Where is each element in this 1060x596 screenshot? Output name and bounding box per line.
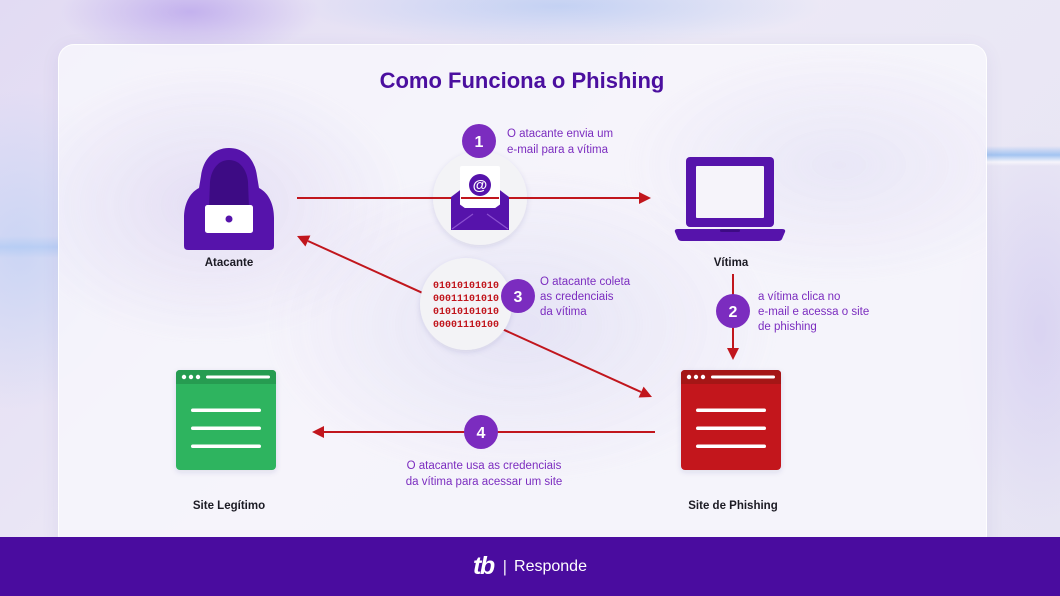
attacker-label: Atacante — [205, 257, 254, 269]
phishing-window-body — [681, 370, 781, 470]
binary-data-icon: 01010101010 00011101010 01010101010 0000… — [420, 258, 512, 350]
laptop-screen — [696, 166, 764, 218]
content-line — [696, 408, 766, 412]
victim-label: Vítima — [714, 257, 749, 269]
step-4-note-line: O atacante usa as credenciais — [407, 460, 562, 472]
step-4-circle — [464, 415, 498, 449]
content-line — [696, 426, 766, 430]
content-line — [191, 408, 261, 412]
window-dot-icon — [700, 374, 706, 380]
step-2-note-line: e-mail e acessa o site — [758, 306, 869, 318]
step-1-circle — [462, 124, 496, 158]
diagram-title: Como Funciona o Phishing — [380, 68, 665, 93]
laptop-icon — [674, 157, 786, 241]
phishing-site-label: Site de Phishing — [688, 500, 777, 512]
background-decoration — [0, 236, 58, 258]
footer-bar: tb | Responde — [0, 537, 1060, 596]
step-2-number: 2 — [729, 304, 738, 321]
window-dot-icon — [195, 374, 201, 380]
step-2-note-line: a vítima clica no — [758, 291, 840, 303]
arrow-1-head — [639, 192, 651, 204]
step-1-note-line: O atacante envia um — [507, 128, 613, 140]
step-4-note-line: da vítima para acessar um site — [406, 476, 563, 488]
content-line — [696, 444, 766, 448]
window-dot-icon — [181, 374, 187, 380]
at-sign-badge — [469, 174, 491, 196]
step-4-badge: 4 — [464, 415, 498, 449]
footer-separator: | — [502, 556, 508, 576]
binary-line: 00001110100 — [433, 320, 499, 331]
window-dot-icon — [686, 374, 692, 380]
address-bar — [711, 375, 775, 379]
at-sign-icon: @ — [473, 177, 488, 194]
content-line — [191, 426, 261, 430]
step-1-note-line: e-mail para a vítima — [507, 144, 609, 156]
hacker-face-shadow — [209, 160, 249, 208]
hooded-hacker-icon — [184, 148, 274, 250]
arrow-2-head — [727, 348, 739, 360]
step-3-number: 3 — [514, 289, 523, 306]
step-2-badge: 2 — [716, 294, 750, 328]
step-3-circle — [501, 279, 535, 313]
browser-window-icon — [681, 370, 781, 470]
hacker-laptop-logo — [225, 215, 233, 223]
background-decoration — [985, 146, 1060, 166]
envelope-icon: @ — [451, 166, 509, 230]
phishing-diagram: Como Funciona o Phishing — [176, 68, 869, 512]
legit-window-body — [176, 370, 276, 470]
step-1-number: 1 — [475, 134, 484, 151]
binary-badge — [420, 258, 512, 350]
step-3-note-line: da vítima — [540, 306, 587, 318]
step-1-badge: 1 — [462, 124, 496, 158]
arrow-3-head-phishing — [638, 386, 652, 398]
tb-logo: tb — [473, 552, 495, 580]
laptop-notch — [720, 229, 740, 232]
browser-window-icon — [176, 370, 276, 470]
footer-label: Responde — [514, 557, 587, 575]
window-dot-icon — [188, 374, 194, 380]
laptop-base — [674, 229, 786, 241]
legit-site-label: Site Legítimo — [193, 500, 265, 512]
envelope-front — [451, 198, 509, 230]
window-dot-icon — [693, 374, 699, 380]
step-3-note-line: O atacante coleta — [540, 276, 631, 288]
binary-line: 01010101010 — [433, 307, 499, 318]
envelope-fold-lines — [451, 213, 509, 230]
step-2-circle — [716, 294, 750, 328]
arrow-4-head — [312, 426, 324, 438]
address-bar — [206, 375, 270, 379]
binary-line: 00011101010 — [433, 294, 499, 305]
arrow-3-head-attacker — [297, 235, 311, 247]
step-2-note-line: de phishing — [758, 321, 817, 333]
binary-line: 01010101010 — [433, 281, 499, 292]
step-3-badge: 3 — [501, 279, 535, 313]
step-4-number: 4 — [477, 425, 486, 442]
content-line — [191, 444, 261, 448]
step-3-note-line: as credenciais — [540, 291, 614, 303]
